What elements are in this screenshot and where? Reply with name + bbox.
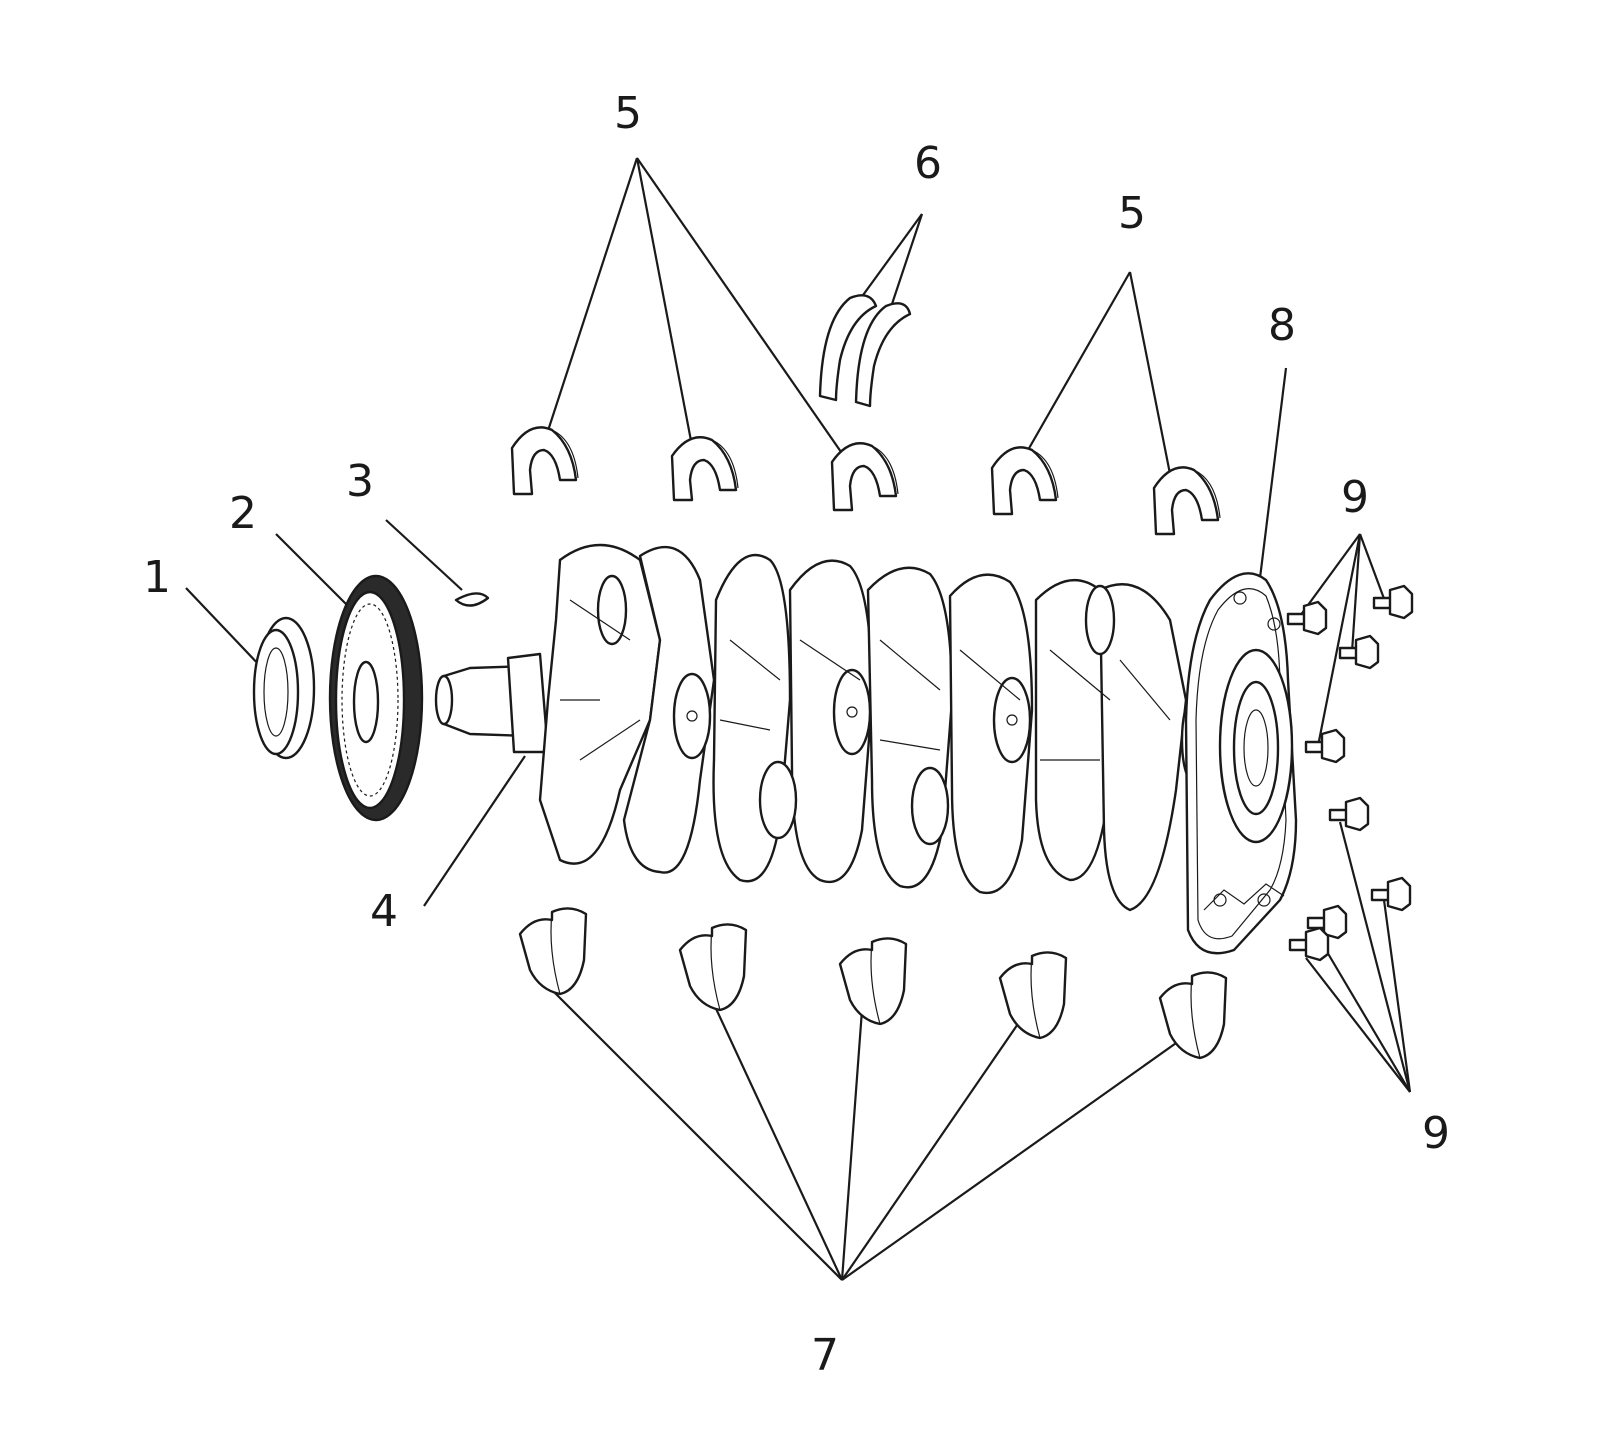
- upper-bearing-4: [990, 446, 1059, 516]
- leader-9c: [1358, 533, 1388, 605]
- leader-5b: [635, 157, 694, 447]
- leader-9b: [1350, 533, 1362, 653]
- part-2-gear-ring: [328, 574, 424, 822]
- callout-5-right: 5: [1118, 188, 1146, 239]
- leader-8: [1258, 367, 1288, 579]
- leader-7e: [841, 1035, 1187, 1281]
- leader-9d: [1316, 533, 1362, 747]
- upper-bearing-1: [510, 426, 579, 496]
- bolt-5: [1328, 796, 1370, 832]
- leader-5c: [636, 157, 849, 463]
- bolt-4: [1304, 728, 1346, 764]
- leader-9e: [1338, 821, 1412, 1093]
- leader-5d: [1019, 271, 1131, 465]
- leader-5e: [1128, 271, 1174, 485]
- upper-bearing-2: [670, 436, 739, 502]
- callout-8: 8: [1268, 300, 1296, 351]
- part-5-upper-bearings: [510, 426, 1221, 536]
- part-8-seal-housing: [1184, 572, 1298, 955]
- bolt-8: [1288, 926, 1330, 962]
- leader-6b: [888, 213, 924, 311]
- lower-bearing-3: [838, 937, 908, 1026]
- callout-9-top: 9: [1341, 472, 1369, 523]
- part-4-crankshaft: [434, 543, 1204, 912]
- leader-6a: [857, 213, 923, 303]
- leader-7c: [840, 1009, 864, 1281]
- part-6-thrust-washers: [818, 294, 912, 408]
- bolt-2: [1372, 584, 1414, 620]
- leader-9g: [1319, 939, 1411, 1093]
- upper-bearing-5: [1152, 466, 1221, 536]
- leader-9a: [1299, 533, 1361, 617]
- bolt-1: [1286, 600, 1328, 636]
- leader-9f: [1382, 899, 1412, 1093]
- lower-bearing-1: [518, 907, 588, 996]
- part-9-bolts: [1286, 584, 1414, 962]
- leader-2: [275, 533, 349, 607]
- callout-5-left: 5: [614, 88, 642, 139]
- leader-7a: [551, 989, 843, 1281]
- upper-bearing-3: [830, 442, 899, 512]
- callout-3: 3: [346, 456, 374, 507]
- callout-2: 2: [229, 488, 257, 539]
- callout-1: 1: [143, 552, 171, 603]
- lower-bearing-5: [1158, 971, 1228, 1060]
- lower-bearing-2: [678, 923, 748, 1012]
- bolt-6: [1370, 876, 1412, 912]
- leader-7b: [711, 999, 843, 1281]
- lower-bearing-4: [998, 951, 1068, 1040]
- leader-lines: [185, 157, 1412, 1281]
- leader-7d: [841, 1017, 1023, 1281]
- leader-1: [185, 587, 263, 669]
- callout-7: 7: [811, 1330, 839, 1381]
- leader-9h: [1305, 957, 1411, 1093]
- bolt-3: [1338, 634, 1380, 670]
- callout-6: 6: [914, 138, 942, 189]
- part-7-lower-bearings: [518, 907, 1228, 1060]
- part-3-key: [454, 592, 490, 607]
- part-1-seal-ring: [252, 616, 316, 760]
- leader-4: [423, 755, 526, 907]
- leader-5a: [541, 157, 639, 447]
- callout-4: 4: [370, 886, 398, 937]
- leader-3: [385, 519, 463, 591]
- callout-9-bottom: 9: [1422, 1108, 1450, 1159]
